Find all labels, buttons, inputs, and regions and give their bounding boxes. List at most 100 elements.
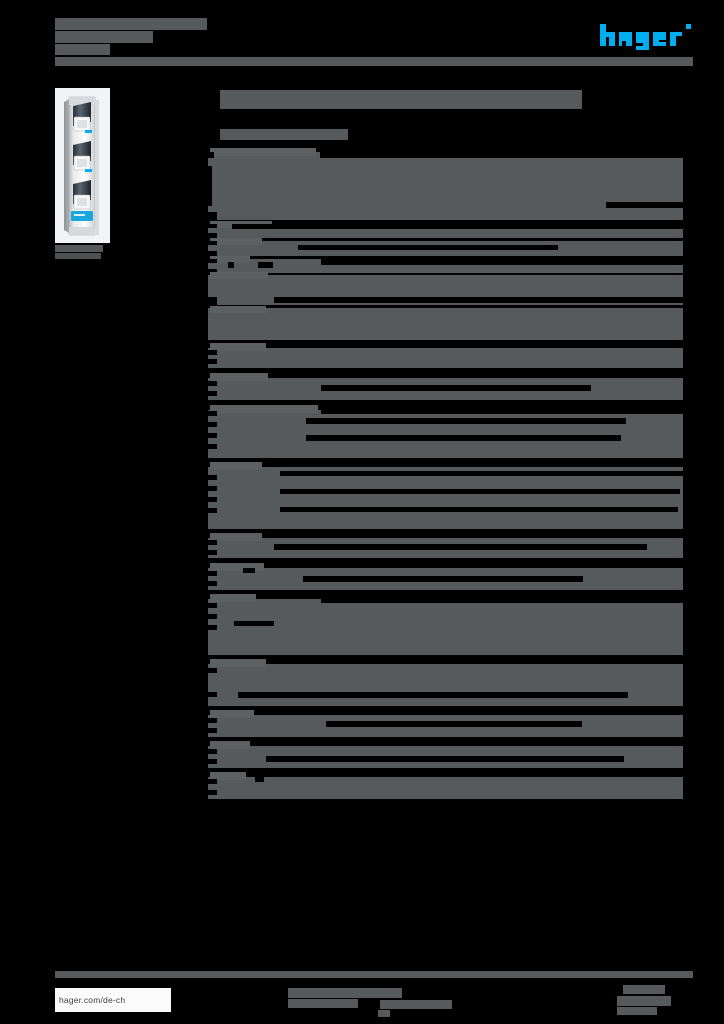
table-row — [208, 256, 683, 273]
header-title-line-3 — [55, 44, 110, 55]
table-cell-gap — [321, 599, 683, 603]
table-cell-gap — [280, 507, 678, 512]
table-row-separator — [208, 273, 683, 275]
table-row-separator — [208, 238, 683, 241]
table-cell-gap — [208, 581, 217, 586]
table-row-separator — [208, 305, 683, 308]
footer-center-block-5 — [378, 1010, 390, 1017]
table-cell-gap — [208, 269, 217, 273]
table-row — [208, 405, 683, 458]
table-cell-gap — [208, 550, 217, 555]
table-row-label — [210, 462, 262, 470]
table-cell-gap — [208, 540, 217, 545]
table-row-separator — [208, 737, 683, 746]
product-image-frame — [55, 88, 110, 243]
table-cell-gap — [208, 251, 217, 256]
table-cell-gap — [208, 422, 217, 427]
table-row — [208, 373, 683, 400]
table-row — [208, 772, 683, 799]
table-cell-gap — [606, 202, 683, 208]
table-cell-gap — [208, 391, 217, 396]
table-cell-gap — [208, 728, 217, 733]
footer-center-block-3 — [366, 988, 402, 998]
table-cell-gap — [208, 411, 217, 416]
table-row-separator — [208, 799, 683, 803]
table-row-label — [210, 343, 266, 351]
table-cell-gap — [208, 718, 217, 723]
table-cell-gap — [208, 444, 217, 449]
table-cell-gap — [232, 224, 683, 229]
header-divider — [55, 57, 693, 66]
table-cell-gap — [208, 692, 217, 697]
table-cell-gap — [208, 350, 217, 355]
table-cell-gap — [320, 152, 683, 158]
footer-center-line-2 — [288, 999, 358, 1008]
header-title-line-1 — [55, 18, 207, 30]
table-cell-gap — [208, 381, 217, 386]
table-cell-gap — [208, 625, 217, 630]
table-row-label — [210, 373, 268, 381]
table-cell-gap — [208, 212, 217, 220]
table-row-separator — [208, 400, 683, 410]
table-row — [208, 343, 683, 368]
table-cell-gap — [208, 241, 217, 245]
table-row-label — [210, 405, 318, 413]
table-cell-gap — [208, 233, 217, 238]
product-image — [55, 88, 110, 243]
table-row-separator — [208, 220, 683, 224]
table-cell-gap — [208, 508, 217, 513]
table-cell-gap — [208, 259, 217, 263]
footer-url[interactable]: hager.com/de-ch — [55, 988, 171, 1012]
product-caption-line-1 — [55, 245, 103, 252]
table-row-separator — [208, 458, 683, 467]
table-row — [208, 710, 683, 737]
table-row — [208, 148, 683, 220]
table-cell-gap — [258, 262, 273, 268]
footer-page-number-top — [623, 985, 665, 994]
table-row-label — [210, 533, 262, 541]
table-cell-gap — [274, 544, 647, 550]
table-cell-gap — [208, 749, 217, 754]
table-cell-gap — [266, 756, 624, 762]
hager-logo — [600, 24, 694, 54]
table-row — [208, 659, 683, 706]
table-row-label — [210, 772, 246, 780]
table-cell-gap — [208, 779, 217, 784]
table-row — [208, 563, 683, 590]
table-cell-gap — [255, 777, 264, 782]
table-cell-gap — [208, 614, 217, 619]
table-row-label — [210, 306, 266, 313]
table-cell-gap — [321, 385, 591, 391]
page-subtitle — [220, 129, 348, 140]
table-row — [208, 306, 683, 340]
table-row-label — [210, 148, 316, 156]
page-title — [220, 90, 582, 109]
table-row-label — [210, 710, 254, 718]
table-cell-gap — [208, 297, 217, 305]
table-row-separator — [208, 340, 683, 348]
table-cell-gap — [208, 497, 217, 502]
table-cell-gap — [321, 259, 683, 265]
table-cell-gap — [208, 433, 217, 438]
table-cell-gap — [238, 692, 628, 698]
table-cell-gap — [208, 166, 212, 206]
table-cell-gap — [208, 790, 217, 795]
table-row-separator — [208, 558, 683, 568]
table-cell-gap — [208, 603, 217, 608]
table-row — [208, 238, 683, 256]
page-header — [0, 0, 724, 78]
table-row — [208, 533, 683, 558]
table-row-separator — [208, 590, 683, 599]
table-cell-gap — [234, 621, 274, 626]
table-row-label — [210, 256, 250, 263]
table-cell-gap — [280, 471, 683, 476]
table-row-label — [210, 238, 262, 245]
table-cell-gap — [306, 418, 626, 424]
table-row — [208, 272, 683, 305]
table-cell-gap — [228, 262, 234, 268]
table-cell-gap — [208, 224, 217, 228]
footer-divider — [55, 971, 693, 978]
table-cell-gap — [274, 297, 683, 303]
header-title-line-2 — [55, 31, 153, 43]
